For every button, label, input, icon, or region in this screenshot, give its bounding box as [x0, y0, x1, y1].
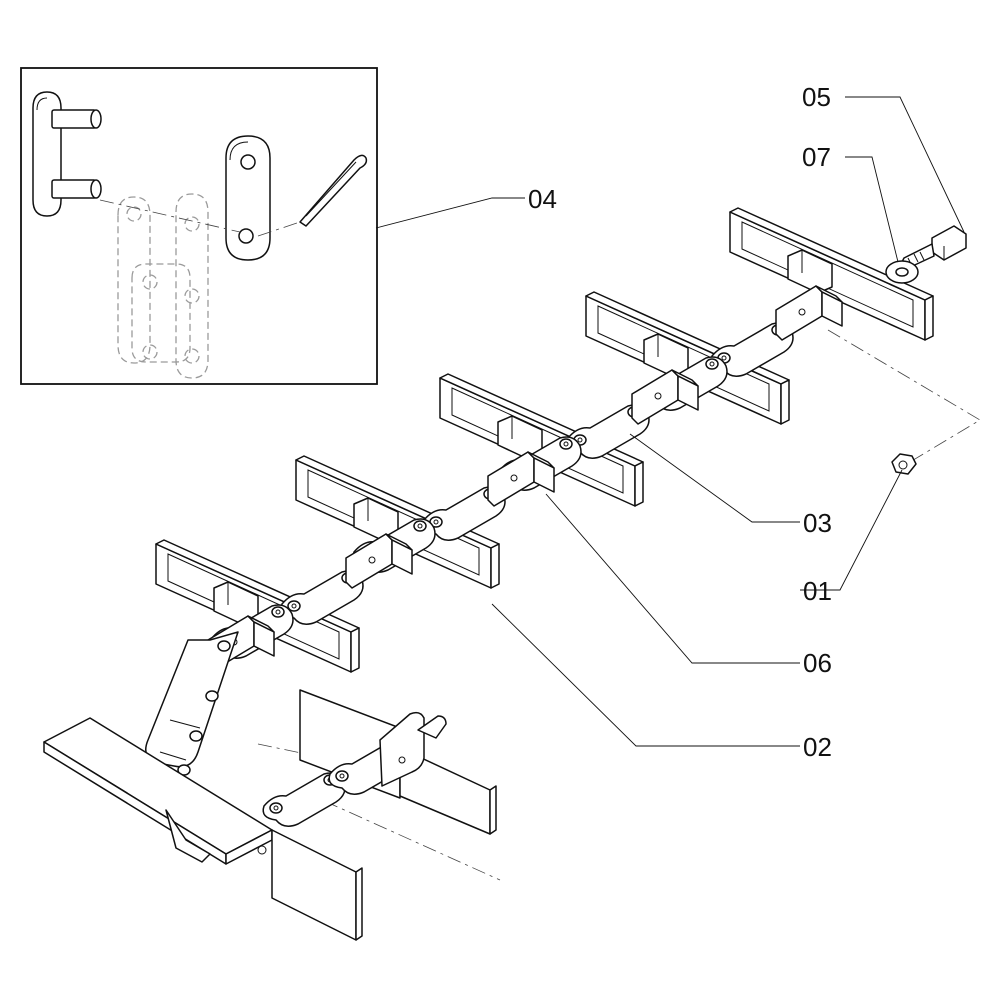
chain-descending-section: [145, 631, 239, 776]
ghost-chain: [117, 193, 209, 379]
hex-nut-icon: [891, 453, 917, 475]
lower-chain-section: [262, 711, 447, 827]
lower-front-bar: [43, 717, 363, 941]
callout-05: 05: [802, 82, 831, 112]
hex-bolt-icon: [899, 225, 967, 271]
connecting-link-pins: [32, 91, 102, 217]
leader-lines: [375, 96, 965, 747]
washer-icon: [885, 260, 919, 284]
side-plate: [225, 135, 271, 261]
bolt-axis-line: [827, 329, 981, 469]
callout-04: 04: [528, 184, 557, 214]
callout-06: 06: [803, 648, 832, 678]
cotter-pin-icon: [299, 154, 368, 227]
inset-detail-box: [20, 67, 378, 385]
callout-02: 02: [803, 732, 832, 762]
callout-07: 07: [802, 142, 831, 172]
callout-01: 01: [803, 576, 832, 606]
lower-axis-line: [299, 789, 501, 881]
callout-03: 03: [803, 508, 832, 538]
